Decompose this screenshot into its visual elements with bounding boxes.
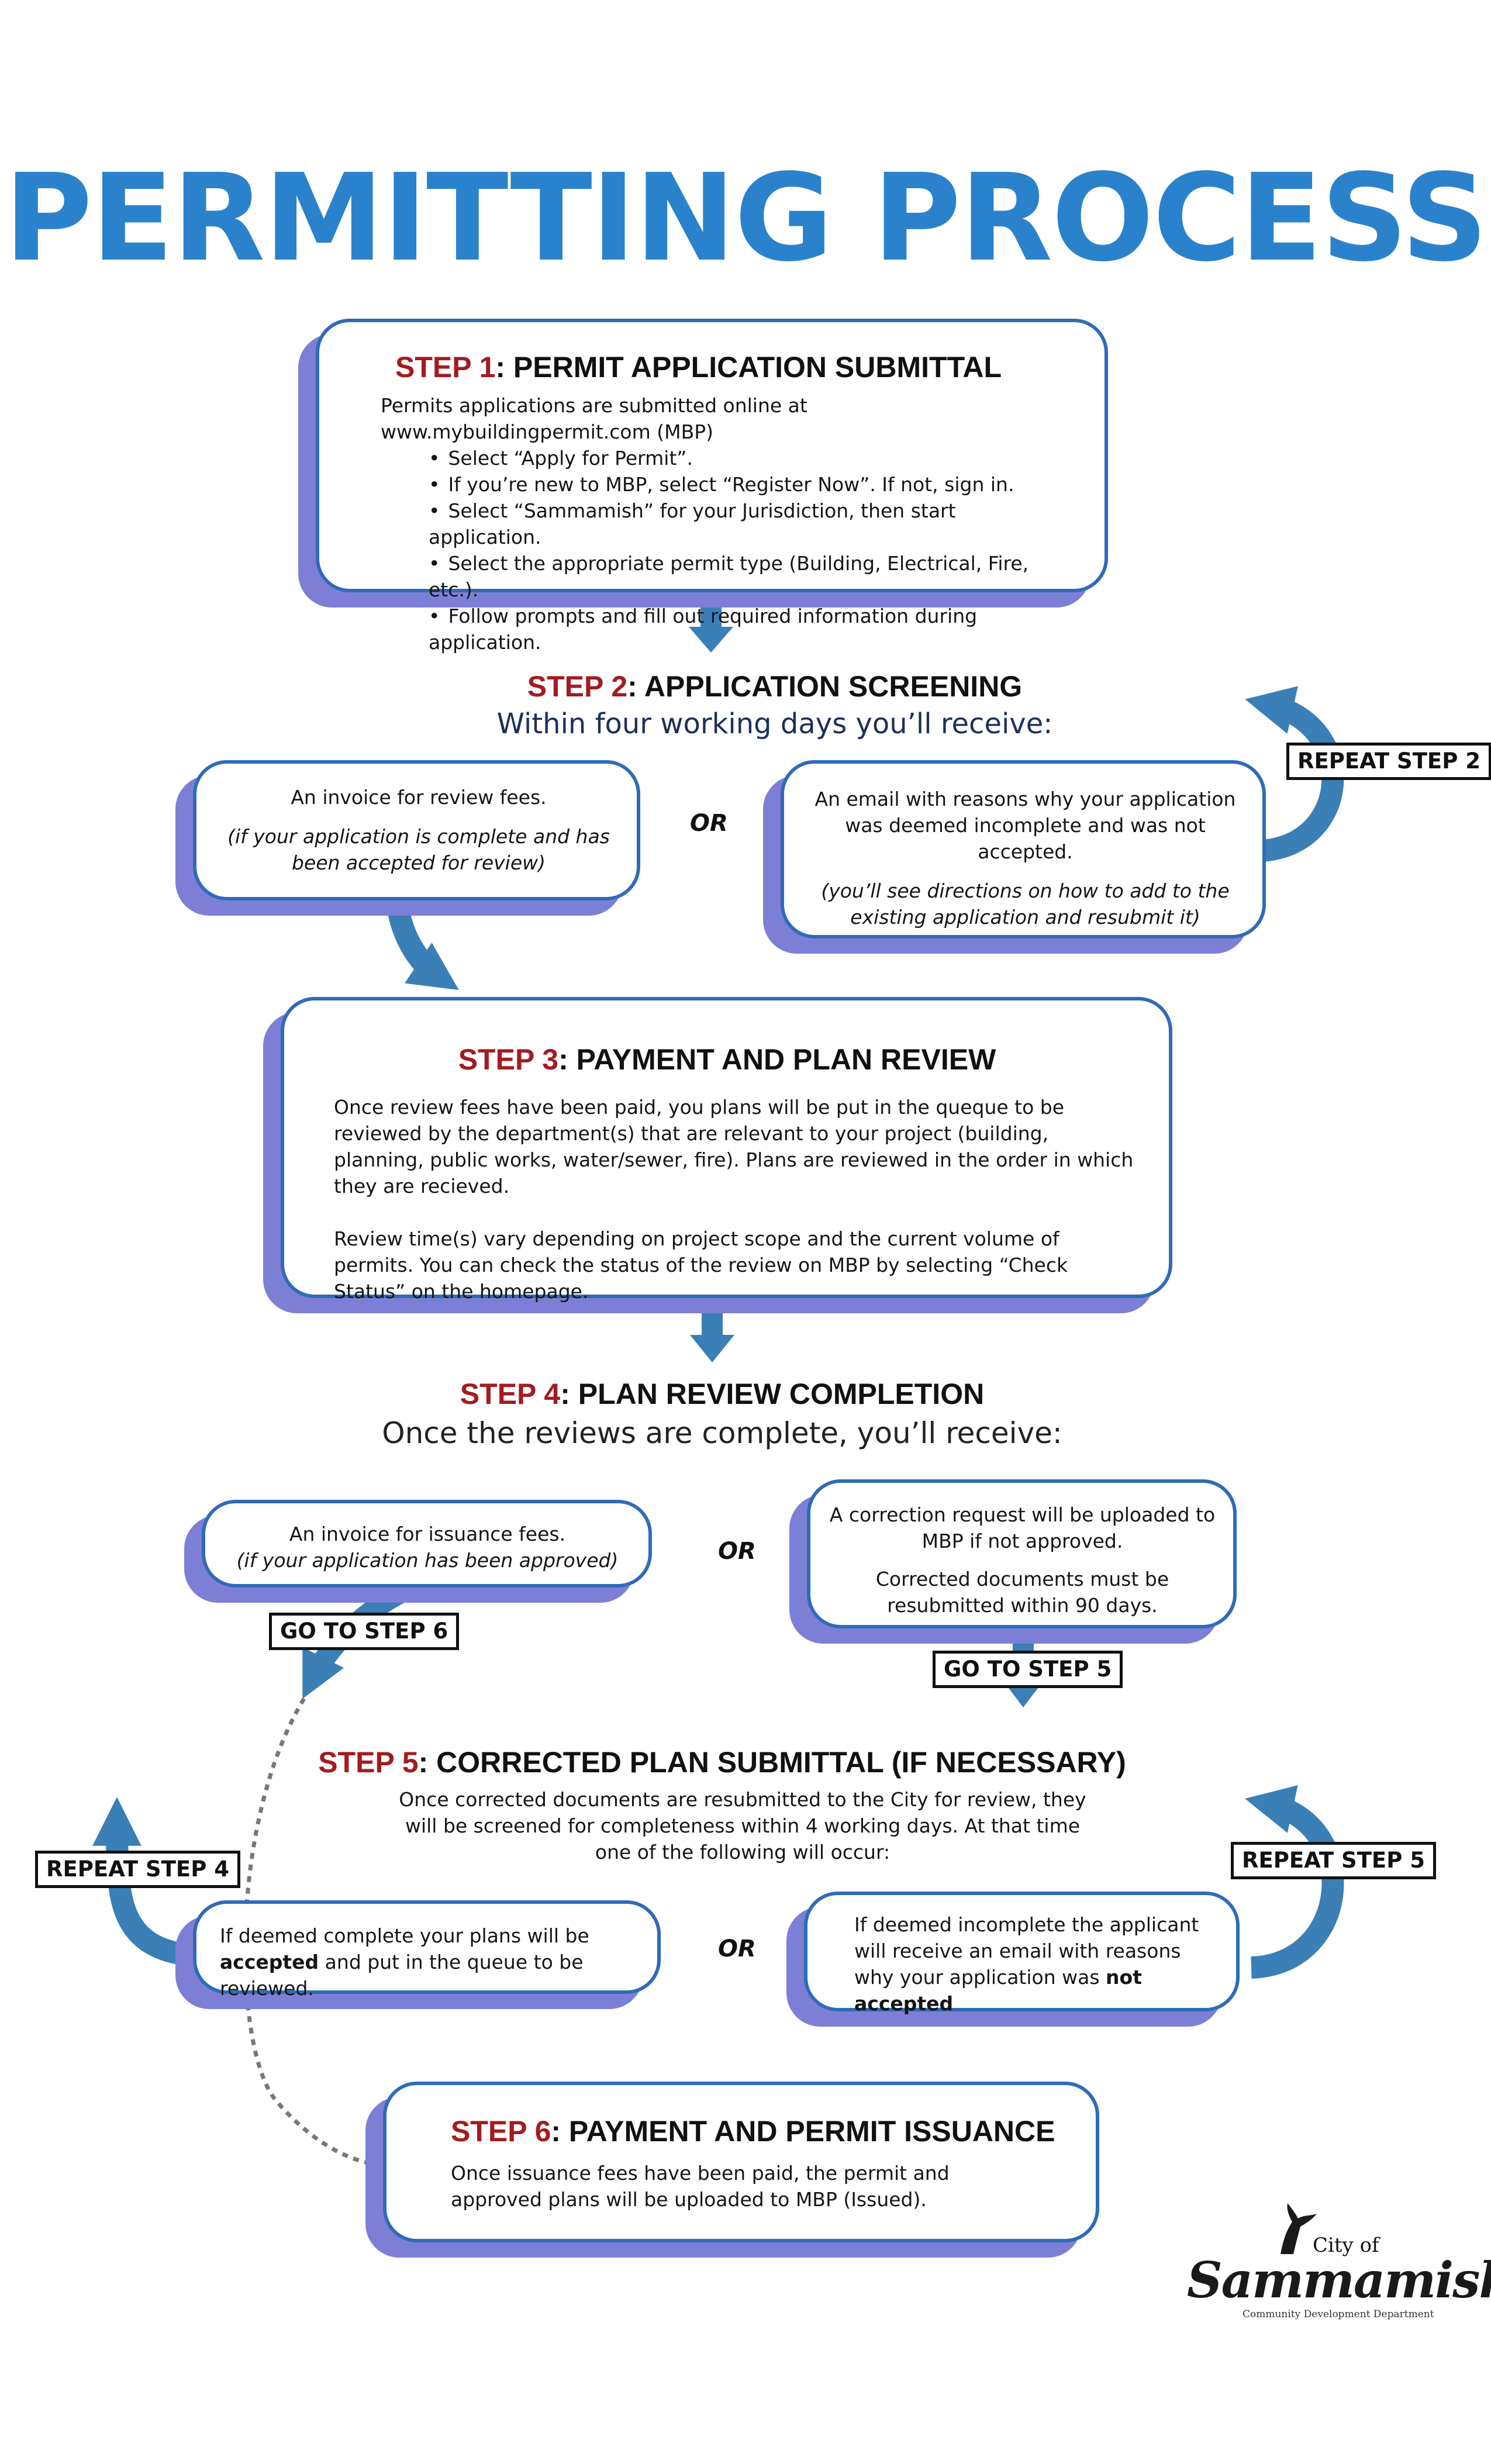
step1-box: STEP 1: PERMIT APPLICATION SUBMITTAL Per… [316, 319, 1108, 654]
step6-heading: STEP 6: PAYMENT AND PERMIT ISSUANCE [451, 2114, 1055, 2148]
step2-right-main: An email with reasons why your applicati… [814, 788, 1236, 863]
step2-right-box: An email with reasons why your applicati… [781, 760, 1266, 938]
logo-dept: Community Development Department [1242, 2308, 1434, 2320]
step3-paragraph-1: Once review fees have been paid, you pla… [334, 1096, 1134, 1198]
curved-arrow-to-step3 [386, 904, 459, 991]
step5-heading: STEP 5: CORRECTED PLAN SUBMITTAL (IF NEC… [292, 1745, 1152, 1779]
dotted-path-to-step6 [243, 1697, 372, 2166]
step1-number: STEP 1 [395, 351, 496, 384]
logo-city-of: City of [1313, 2234, 1379, 2257]
repeat-step2-label: REPEAT STEP 2 [1286, 743, 1491, 780]
step5-title: : CORRECTED PLAN SUBMITTAL (IF NECESSARY… [418, 1746, 1126, 1779]
step4-left-note: (if your application has been approved) [236, 1549, 619, 1572]
step2-heading: STEP 2: APPLICATION SCREENING [409, 670, 1140, 703]
step4-title: : PLAN REVIEW COMPLETION [560, 1378, 985, 1410]
step4-subtitle: Once the reviews are complete, you’ll re… [382, 1416, 1062, 1450]
repeat-step4-loop [92, 1797, 200, 1967]
list-item: Follow prompts and fill out required inf… [429, 603, 1071, 655]
list-item: If you’re new to MBP, select “Register N… [429, 471, 1071, 498]
step2-or: OR [690, 810, 728, 837]
step5-left-c: and put in the queue to be reviewed. [220, 1951, 584, 2000]
step5-intro: Once corrected documents are resubmitted… [399, 1788, 1086, 1863]
step1-bullet-list: Select “Apply for Permit”. If you’re new… [381, 445, 1071, 655]
step5-right-a: If deemed incomplete the applicant will … [854, 1913, 1199, 1989]
step1-heading: STEP 1: PERMIT APPLICATION SUBMITTAL [395, 350, 1002, 384]
step1-title: : PERMIT APPLICATION SUBMITTAL [495, 351, 1002, 384]
down-arrow-3 [690, 1301, 734, 1362]
step4-or: OR [718, 1538, 756, 1565]
step2-left-box: An invoice for review fees. (if your app… [193, 760, 640, 900]
step5-left-accepted: accepted [220, 1951, 319, 1973]
step4-right-box: A correction request will be uploaded to… [807, 1479, 1237, 1628]
step4-right-p1: A correction request will be uploaded to… [829, 1503, 1216, 1552]
step5-left-text: If deemed complete your plans will be ac… [220, 1923, 653, 2001]
step4-left-box: An invoice for issuance fees. (if your a… [202, 1500, 652, 1588]
step2-title: : APPLICATION SCREENING [627, 670, 1023, 703]
step1-intro: Permits applications are submitted onlin… [381, 394, 807, 443]
step2-subtitle: Within four working days you’ll receive: [496, 708, 1053, 740]
step6-title: : PAYMENT AND PERMIT ISSUANCE [551, 2115, 1055, 2148]
repeat-step5-loop [1245, 1785, 1344, 1979]
repeat-step5-label: REPEAT STEP 5 [1231, 1842, 1436, 1879]
eagle-icon [1281, 2203, 1317, 2254]
step5-right-not-accepted: not accepted [854, 1966, 1142, 2015]
step5-left-box: If deemed complete your plans will be ac… [193, 1900, 661, 2000]
go-to-step5-label: GO TO STEP 5 [933, 1651, 1123, 1688]
step3-title: : PAYMENT AND PLAN REVIEW [558, 1043, 996, 1076]
list-item: Select the appropriate permit type (Buil… [429, 550, 1071, 603]
list-item: Select “Sammamish” for your Jurisdiction… [429, 498, 1071, 550]
step6-body: Once issuance fees have been paid, the p… [451, 2162, 950, 2211]
step4-left-main: An invoice for issuance fees. [289, 1523, 566, 1545]
step5-left-a: If deemed complete your plans will be [220, 1924, 589, 1947]
step4-right-p2: Corrected documents must be resubmitted … [875, 1568, 1169, 1617]
step2-left-main: An invoice for review fees. [291, 786, 547, 809]
city-logo: City of Sammamish Community Development … [1187, 2199, 1491, 2321]
page-title: PERMITTING PROCESS [4, 148, 1488, 288]
repeat-step2-loop [1245, 686, 1344, 862]
step5-or: OR [718, 1935, 756, 1962]
list-item: Select “Apply for Permit”. [429, 445, 1071, 471]
step2-number: STEP 2 [527, 670, 628, 703]
step3-paragraph-2: Review time(s) vary depending on project… [334, 1227, 1068, 1303]
step5-number: STEP 5 [318, 1746, 419, 1779]
step6-number: STEP 6 [451, 2115, 551, 2148]
step4-heading: STEP 4: PLAN REVIEW COMPLETION [351, 1377, 1093, 1411]
step6-box: STEP 6: PAYMENT AND PERMIT ISSUANCE Once… [383, 2082, 1099, 2242]
repeat-step4-label: REPEAT STEP 4 [35, 1851, 240, 1888]
logo-name: Sammamish [1187, 2251, 1491, 2309]
step1-body: Permits applications are submitted onlin… [381, 392, 1071, 655]
step2-left-note: (if your application is complete and has… [227, 825, 610, 874]
step3-heading: STEP 3: PAYMENT AND PLAN REVIEW [284, 1043, 1170, 1076]
step2-right-note: (you’ll see directions on how to add to … [821, 879, 1230, 929]
step5-right-text: If deemed incomplete the applicant will … [854, 1911, 1223, 2017]
go-to-step6-label: GO TO STEP 6 [269, 1613, 460, 1650]
step4-number: STEP 4 [460, 1378, 561, 1410]
step3-box: STEP 3: PAYMENT AND PLAN REVIEW Once rev… [281, 997, 1172, 1303]
step3-number: STEP 3 [458, 1043, 559, 1076]
step5-right-box: If deemed incomplete the applicant will … [804, 1892, 1240, 2015]
